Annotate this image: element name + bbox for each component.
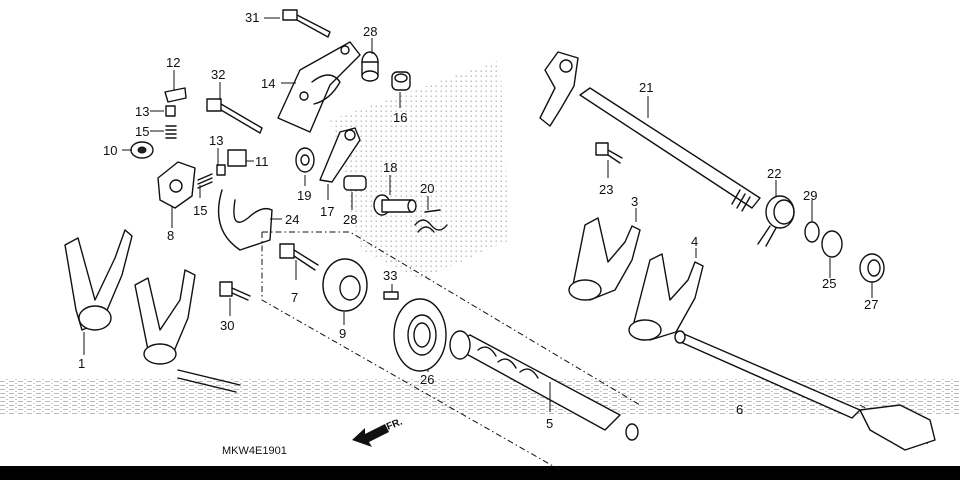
callout-3: 3 <box>631 194 638 209</box>
dowel-33 <box>383 291 399 300</box>
callouts: 1 3 4 5 6 7 8 9 10 11 12 13 13 14 15 15 … <box>78 10 878 431</box>
callout-13-a: 13 <box>135 104 149 119</box>
shift-drum-5 <box>449 330 639 441</box>
callout-16: 16 <box>393 110 407 125</box>
callout-23: 23 <box>599 182 613 197</box>
callout-5: 5 <box>546 416 553 431</box>
callout-21: 21 <box>639 80 653 95</box>
shift-pin-18 <box>373 194 417 216</box>
callout-27: 27 <box>864 297 878 312</box>
assembly-line <box>261 232 561 471</box>
leader-lines <box>83 17 873 412</box>
callout-28-b: 28 <box>343 212 357 227</box>
washer-29 <box>804 221 820 243</box>
return-spring-22 <box>757 195 795 247</box>
pin-13 <box>165 105 176 117</box>
shading-area <box>330 60 510 280</box>
bearing-26 <box>393 298 447 372</box>
spring-15 <box>165 125 177 139</box>
shift-fork-4 <box>628 253 704 341</box>
shift-fork-1 <box>64 229 133 331</box>
shift-drum-center-9 <box>322 258 368 312</box>
callout-14: 14 <box>261 76 275 91</box>
washer-19 <box>295 147 315 173</box>
callout-24: 24 <box>285 212 299 227</box>
shift-drum-cam-8 <box>157 161 196 209</box>
bolt-32 <box>206 98 263 134</box>
stopper-plate-14 <box>277 41 361 133</box>
front-direction-arrow: FR. <box>352 416 404 447</box>
bolt-7 <box>279 243 319 271</box>
spindle-end <box>859 404 936 451</box>
callout-11: 11 <box>255 154 269 169</box>
callout-9: 9 <box>339 326 346 341</box>
callout-30: 30 <box>220 318 234 333</box>
gearshift-spindle-21 <box>539 51 761 212</box>
bushing-16 <box>391 71 411 91</box>
bottom-bar <box>0 466 960 480</box>
cap-12 <box>164 87 187 103</box>
callout-20: 20 <box>420 181 434 196</box>
callout-8: 8 <box>167 228 174 243</box>
callout-22: 22 <box>767 166 781 181</box>
oil-seal-27 <box>859 253 885 283</box>
callout-1: 1 <box>78 356 85 371</box>
callout-4: 4 <box>691 234 698 249</box>
shift-fork-2 <box>134 269 241 393</box>
callout-18: 18 <box>383 160 397 175</box>
guide-11 <box>227 149 247 167</box>
assembly-line <box>262 231 641 406</box>
callout-33: 33 <box>383 268 397 283</box>
shift-fork-3 <box>568 217 641 301</box>
callout-12: 12 <box>166 55 180 70</box>
callout-31: 31 <box>245 10 259 25</box>
direction-label: FR. <box>385 416 404 432</box>
bracket-24 <box>217 189 273 251</box>
callout-7: 7 <box>291 290 298 305</box>
spring-20 <box>414 209 448 233</box>
collar-28 <box>361 51 379 82</box>
diagram-code: MKW4E1901 <box>222 445 287 457</box>
callout-15-b: 15 <box>193 203 207 218</box>
callout-15-a: 15 <box>135 124 149 139</box>
bolt-31 <box>282 9 331 38</box>
callout-28-a: 28 <box>363 24 377 39</box>
stopper-arm-17 <box>319 127 361 183</box>
callout-32: 32 <box>211 67 225 82</box>
callout-13-b: 13 <box>209 133 223 148</box>
bolt-30 <box>219 281 251 301</box>
callout-17: 17 <box>320 204 334 219</box>
callout-10: 10 <box>103 143 117 158</box>
bolt-23 <box>595 142 623 164</box>
callout-26: 26 <box>420 372 434 387</box>
callout-19: 19 <box>297 188 311 203</box>
collar-28-lower <box>343 175 367 191</box>
callout-6: 6 <box>736 402 743 417</box>
callout-25: 25 <box>822 276 836 291</box>
callout-29: 29 <box>803 188 817 203</box>
circlip-25 <box>821 230 843 258</box>
